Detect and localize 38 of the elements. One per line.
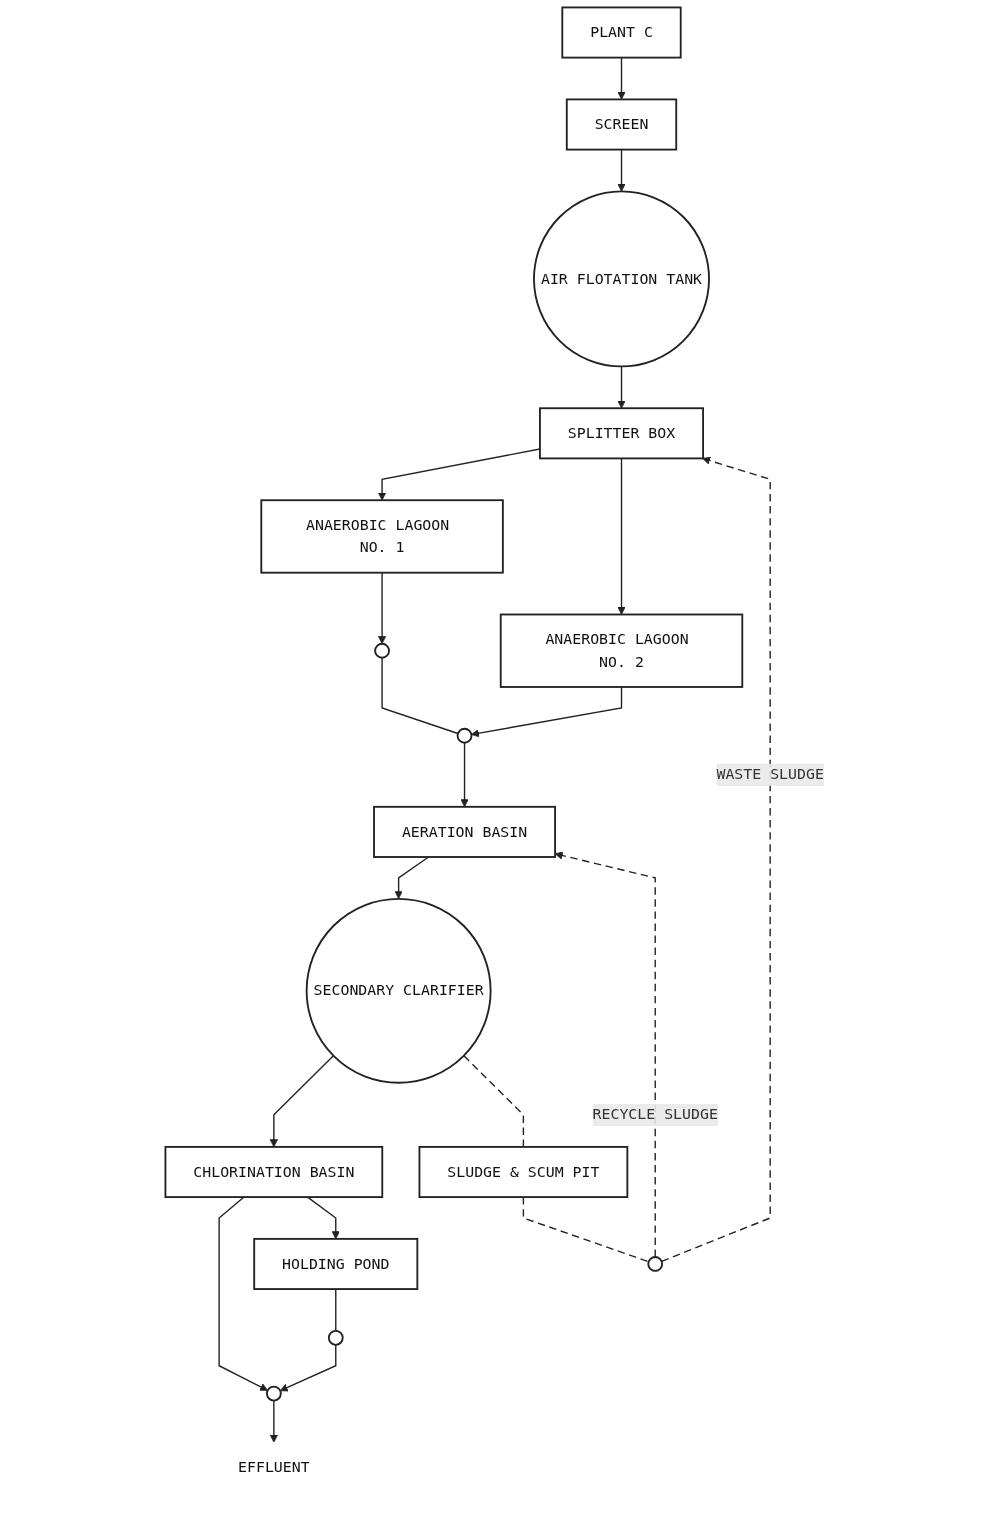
- arrow: [269, 1399, 278, 1443]
- arrow: [617, 148, 626, 192]
- arrow: [617, 457, 626, 615]
- node-text: EFFLUENT: [237, 1458, 310, 1476]
- node-box: SCREEN: [565, 98, 677, 151]
- node-box: HOLDING POND: [253, 1237, 419, 1290]
- node-box: PLANT C: [561, 6, 682, 59]
- node-circle: [374, 642, 390, 659]
- arrow: [660, 456, 771, 1263]
- node-box: AERATION BASIN: [372, 805, 556, 858]
- arrow: [269, 1054, 334, 1148]
- arrow: [617, 365, 626, 409]
- node-circle: [265, 1385, 282, 1402]
- connector: [334, 1288, 337, 1332]
- arrow: [279, 1344, 337, 1392]
- node-box: ANAEROBIC LAGOON NO. 2: [499, 613, 744, 688]
- edge-label: RECYCLE SLUDGE: [592, 1105, 718, 1124]
- node-circle: [327, 1329, 344, 1346]
- node-circle: [647, 1256, 663, 1272]
- arrow: [377, 572, 386, 645]
- connector: [463, 1054, 524, 1148]
- arrow: [554, 851, 656, 1258]
- edge-label: WASTE SLUDGE: [716, 765, 824, 784]
- node-circle: [456, 727, 473, 744]
- arrow: [218, 1196, 268, 1391]
- arrow: [617, 56, 626, 100]
- node-box: SPLITTER BOX: [538, 407, 704, 460]
- node-box: ANAEROBIC LAGOON NO. 1: [260, 499, 504, 574]
- node-circle: SECONDARY CLARIFIER: [305, 897, 492, 1084]
- node-box: CHLORINATION BASIN: [164, 1146, 384, 1198]
- arrow: [394, 856, 430, 900]
- connector: [522, 1196, 650, 1263]
- node-circle: AIR FLOTATION TANK: [532, 190, 710, 368]
- arrow: [306, 1196, 340, 1240]
- node-box: SLUDGE & SCUM PIT: [418, 1146, 629, 1198]
- connector: [381, 657, 459, 735]
- arrow: [460, 742, 469, 808]
- arrow: [470, 686, 623, 738]
